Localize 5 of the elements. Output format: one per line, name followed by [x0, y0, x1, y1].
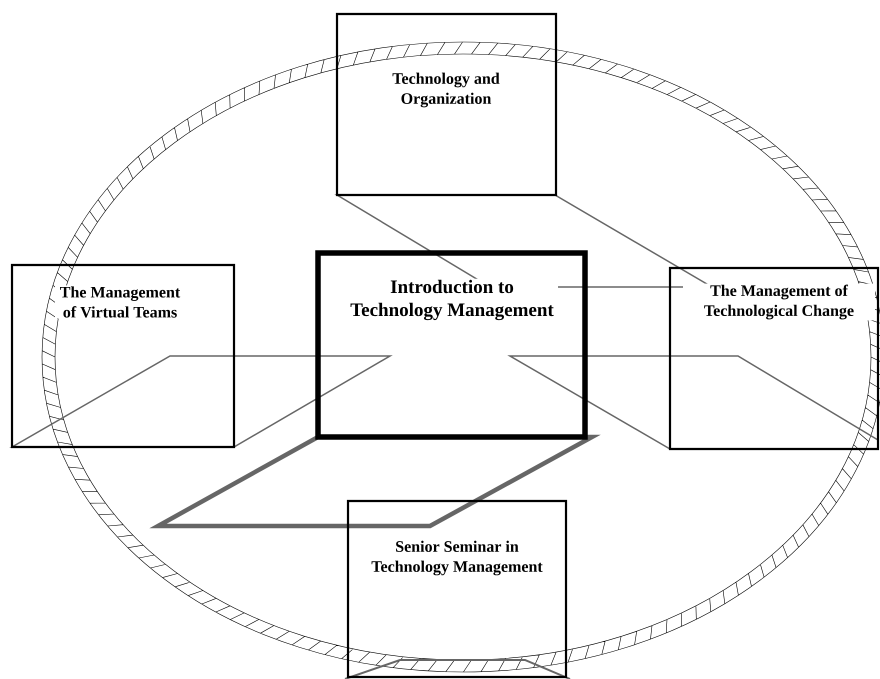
course-box: Technology and Organization	[336, 12, 558, 196]
course-box: Senior Seminar in Technology Management	[346, 500, 568, 678]
course-box: Introduction to Technology Management	[315, 250, 588, 440]
course-box: The Management of Technological Change	[668, 266, 880, 450]
course-box: The Management of Virtual Teams	[10, 264, 236, 448]
